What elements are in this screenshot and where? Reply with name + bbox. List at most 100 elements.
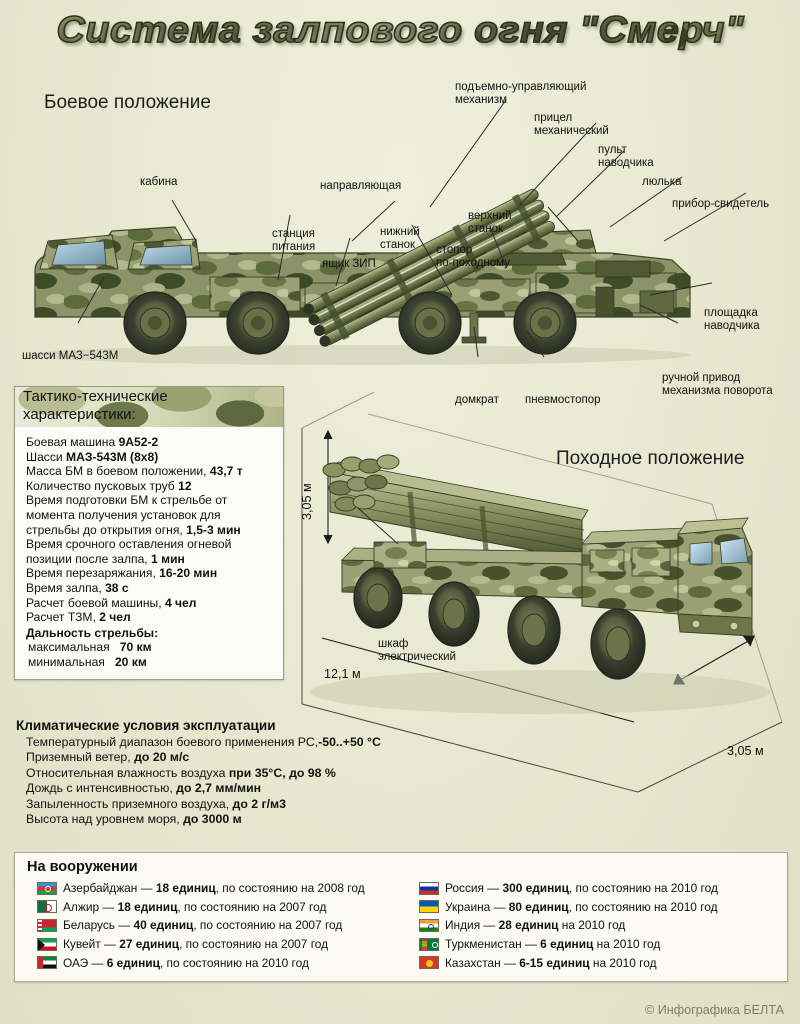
label-stopor-po-pohodnomu: стопор по-походному (436, 244, 510, 269)
spec-range-row: максимальная 70 км (28, 640, 152, 655)
spec-row: Количество пусковых труб 12 (26, 478, 192, 493)
label-domkrat: домкрат (455, 394, 499, 406)
flag-azerbaijan-icon (37, 881, 57, 895)
armament-title: На вооружении (27, 859, 138, 875)
armament-entry-text: Украина — 80 единиц, по состоянию на 201… (445, 899, 718, 914)
label-pricel-mehanicheskiy: прицел механический (534, 112, 609, 137)
list-item: Индия — 28 единиц на 2010 год (419, 916, 787, 935)
label-lyulka: люлька (642, 176, 682, 188)
spec-range-row: минимальная 20 км (28, 654, 147, 669)
label-ruchnoy-privod: ручной привод механизма поворота (662, 372, 773, 397)
flag-india-icon (419, 918, 439, 932)
climate-row: Приземный ветер, до 20 м/с (26, 750, 190, 765)
armament-entry-text: Азербайджан — 18 единиц, по состоянию на… (63, 881, 365, 896)
flag-kazakhstan-icon (419, 956, 439, 970)
flag-algeria-icon (37, 900, 57, 914)
cradle (595, 260, 651, 278)
armament-entry-text: Россия — 300 единиц, по состоянию на 201… (445, 881, 718, 896)
label-pult-navodchika: пульт наводчика (598, 144, 654, 169)
combat-position-illustration (0, 55, 800, 385)
stowed-tube-bundle (322, 454, 589, 575)
list-item: ОАЭ — 6 единиц, по состоянию на 2010 год (37, 953, 401, 972)
spec-range-title: Дальность стрельбы: (26, 625, 159, 640)
climate-title: Климатические условия эксплуатации (16, 718, 276, 733)
travel-cab-window (719, 537, 749, 565)
jack (469, 312, 479, 340)
spec-panel: Тактико-технические характеристики: Боев… (14, 386, 284, 680)
wheels (123, 291, 577, 355)
cab-window (51, 240, 107, 266)
spec-panel-header: Тактико-технические характеристики: (15, 387, 283, 427)
spec-row: Время срочного оставления огневой позици… (26, 537, 232, 566)
armament-column-right: Россия — 300 единиц, по состоянию на 201… (401, 879, 787, 972)
armament-entry-text: Индия — 28 единиц на 2010 год (445, 918, 626, 933)
climate-row: Запыленность приземного воздуха, до 2 г/… (26, 796, 286, 811)
label-kabina: кабина (140, 176, 178, 188)
flag-belarus-icon (37, 918, 57, 932)
headlamp (691, 619, 701, 629)
list-item: Украина — 80 единиц, по состоянию на 201… (419, 898, 787, 917)
spec-row: Боевая машина 9А52-2 (26, 435, 159, 449)
electrical-cabinet (373, 541, 427, 569)
list-item: Алжир — 18 единиц, по состоянию на 2007 … (37, 898, 401, 917)
dimension-length: 12,1 м (324, 667, 361, 681)
list-item: Туркменистан — 6 единиц на 2010 год (419, 935, 787, 954)
flag-russia-icon (419, 881, 439, 895)
title-banner: Система залпового огня "Смерч" (0, 4, 800, 56)
label-yashchik-zip: ящик ЗИП (322, 258, 376, 270)
climate-row: Дождь с интенсивностью, до 2,7 мм/мин (26, 781, 262, 796)
armament-panel: На вооружении Азербайджан — 18 единиц, п… (14, 852, 788, 982)
gunner-platform (639, 290, 675, 314)
page-title: Система залпового огня "Смерч" (55, 8, 744, 51)
label-ploshchadka-navodchika: площадка наводчика (704, 307, 760, 332)
combat-vehicle-svg (30, 99, 747, 365)
spec-panel-body: Боевая машина 9А52-2 Шасси МАЗ-543М (8x8… (15, 427, 283, 679)
spec-row: Время залпа, 38 с (26, 580, 129, 595)
spec-row: Расчет ТЗМ, 2 чел (26, 610, 131, 625)
spec-row: Время подготовки БМ к стрельбе от момент… (26, 493, 241, 537)
label-shkaf-elektricheskiy: шкаф электрический (378, 638, 456, 663)
spec-row: Масса БМ в боевом положении, 43,7 т (26, 464, 243, 479)
credit-text: © Инфографика БЕЛТА (644, 1003, 784, 1017)
label-napravlyayushchaya: направляющая (320, 180, 402, 192)
climate-row: Относительная влажность воздуха при 35°C… (26, 765, 336, 780)
list-item: Россия — 300 единиц, по состоянию на 201… (419, 879, 787, 898)
label-podemno-upravlyayushchiy-mehanizm: подъемно-управляющий механизм (455, 81, 587, 106)
travel-wheels (353, 567, 646, 680)
label-stanciya-pitaniya: станция питания (272, 228, 316, 253)
flag-turkmenistan-icon (419, 937, 439, 951)
armament-entry-text: Кувейт — 27 единиц, по состоянию на 2007… (63, 937, 329, 952)
flag-kuwait-icon (37, 937, 57, 951)
climate-section: Климатические условия эксплуатации Темпе… (16, 718, 446, 827)
list-item: Беларусь — 40 единиц, по состоянию на 20… (37, 916, 401, 935)
label-shassi-maz: шасси МАЗ−543М (22, 350, 119, 362)
label-nizhniy-stanok: нижний станок (380, 226, 420, 251)
armament-column-left: Азербайджан — 18 единиц, по состоянию на… (15, 879, 401, 972)
spec-panel-title: Тактико-технические характеристики: (23, 388, 168, 423)
travel-position-label: Походное положение (556, 448, 745, 469)
label-pribor-svidetel: прибор-свидетель (672, 198, 770, 210)
travel-position-illustration (282, 392, 800, 812)
label-pnevmostopor: пневмостопор (525, 394, 601, 406)
spec-row: Время перезаряжания, 16-20 мин (26, 566, 218, 581)
combat-position-label: Боевое положение (44, 92, 211, 113)
list-item: Казахстан — 6-15 единиц на 2010 год (419, 953, 787, 972)
height-dimension-arrow (323, 429, 333, 545)
climate-row: Температурный диапазон боевого применени… (26, 735, 381, 749)
armament-entry-text: Туркменистан — 6 единиц на 2010 год (445, 937, 661, 952)
dimension-width: 3,05 м (727, 744, 764, 758)
spec-row: Шасси МАЗ-543М (8x8) (26, 449, 159, 464)
label-verhniy-stanok: верхний станок (468, 210, 512, 235)
armament-entry-text: Казахстан — 6-15 единиц на 2010 год (445, 955, 657, 970)
list-item: Кувейт — 27 единиц, по состоянию на 2007… (37, 935, 401, 954)
travel-vehicle-svg (301, 392, 783, 793)
leader-lines (77, 99, 747, 358)
flag-uae-icon (37, 956, 57, 970)
dimension-height: 3,05 м (300, 483, 314, 520)
armament-entry-text: Беларусь — 40 единиц, по состоянию на 20… (63, 918, 343, 933)
climate-row: Высота над уровнем моря, до 3000 м (26, 812, 242, 827)
armament-entry-text: ОАЭ — 6 единиц, по состоянию на 2010 год (63, 955, 309, 970)
list-item: Азербайджан — 18 единиц, по состоянию на… (37, 879, 401, 898)
launcher-tubes (303, 189, 555, 347)
dimension-box (301, 392, 783, 793)
